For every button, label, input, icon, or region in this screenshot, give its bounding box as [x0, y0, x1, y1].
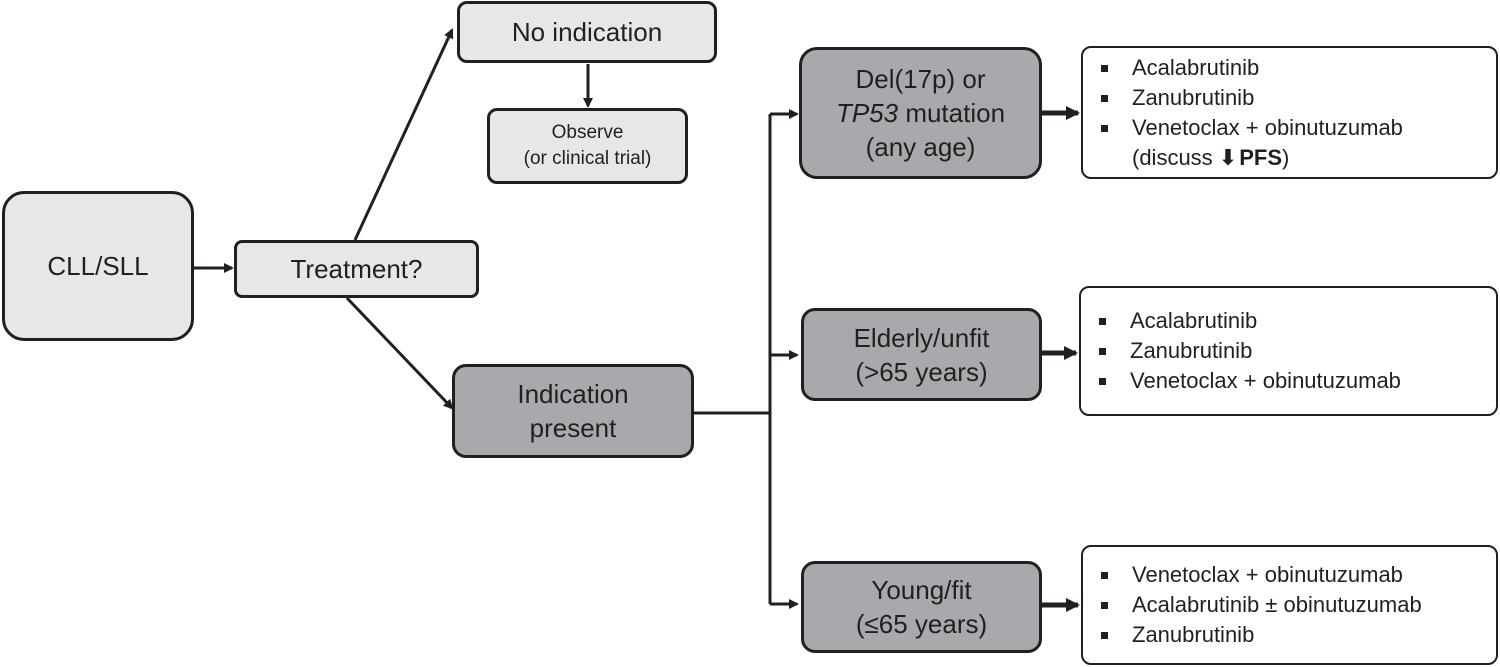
option-label: Zanubrutinib	[1132, 622, 1255, 647]
del17p-option-2: Zanubrutinib	[1101, 83, 1496, 113]
elderly-line-1: Elderly/unfit	[853, 322, 990, 353]
del17p-option-1: Acalabrutinib	[1101, 53, 1496, 83]
down-arrow-icon: ⬇	[1218, 144, 1238, 170]
option-label: Zanubrutinib	[1132, 84, 1255, 110]
elderly-option-1: Acalabrutinib	[1099, 306, 1496, 336]
young-line-1: Young/fit	[871, 575, 972, 605]
arrow-treatment-to-indication	[345, 296, 454, 410]
indication-line-1: Indication	[517, 379, 629, 409]
option-label: Venetoclax + obinutuzumab	[1132, 114, 1403, 140]
del17p-box: Del(17p) or TP53 mutation (any age)	[799, 47, 1042, 179]
del17p-line-3: (any age)	[865, 132, 976, 162]
option-label: Acalabrutinib	[1130, 308, 1258, 333]
option-label: Venetoclax + obinutuzumab	[1130, 368, 1401, 393]
young-option-3: Zanubrutinib	[1101, 620, 1496, 650]
bullet-icon	[1101, 632, 1108, 639]
bullet-icon	[1101, 602, 1108, 609]
elderly-unfit-box: Elderly/unfit (>65 years)	[801, 308, 1042, 401]
young-fit-box: Young/fit (≤65 years)	[801, 561, 1042, 653]
bullet-icon	[1101, 572, 1108, 579]
del17p-line-2: TP53 mutation	[836, 96, 1005, 130]
bullet-icon	[1101, 64, 1108, 72]
cll-sll-box: CLL/SLL	[2, 191, 194, 341]
indication-present-box: Indication present	[452, 364, 694, 458]
mutation-label: mutation	[898, 98, 1006, 128]
arrow-treatment-to-no-indication	[353, 28, 454, 241]
del17p-note: (discuss ⬇PFS)	[1101, 143, 1496, 173]
elderly-option-3: Venetoclax + obinutuzumab	[1099, 366, 1496, 396]
elderly-line-2: (>65 years)	[855, 356, 988, 387]
bullet-icon	[1099, 378, 1106, 385]
cll-sll-label: CLL/SLL	[47, 251, 149, 281]
bullet-icon	[1101, 124, 1108, 132]
young-line-2: (≤65 years)	[855, 609, 988, 639]
option-label: Zanubrutinib	[1130, 338, 1253, 363]
del17p-options-box: Acalabrutinib Zanubrutinib Venetoclax + …	[1081, 46, 1498, 179]
note-prefix: (discuss	[1132, 144, 1219, 170]
pfs-label: PFS	[1239, 144, 1283, 170]
treatment-question-label: Treatment?	[290, 254, 423, 284]
option-label: Venetoclax + obinutuzumab	[1132, 562, 1403, 587]
bullet-icon	[1101, 94, 1108, 102]
observe-label: Observe	[551, 122, 624, 143]
del17p-option-3: Venetoclax + obinutuzumab	[1101, 113, 1496, 143]
observe-sublabel: (or clinical trial)	[523, 148, 652, 169]
bullet-icon	[1099, 348, 1106, 355]
option-label: Acalabrutinib	[1132, 54, 1260, 80]
option-label: Acalabrutinib ± obinutuzumab	[1132, 592, 1422, 617]
young-options-box: Venetoclax + obinutuzumab Acalabrutinib …	[1081, 545, 1498, 665]
observe-box: Observe (or clinical trial)	[487, 108, 688, 184]
young-option-1: Venetoclax + obinutuzumab	[1101, 560, 1496, 590]
treatment-question-box: Treatment?	[234, 240, 479, 298]
del17p-line-1: Del(17p) or	[855, 64, 986, 94]
note-suffix: )	[1282, 144, 1290, 170]
young-option-2: Acalabrutinib ± obinutuzumab	[1101, 590, 1496, 620]
tp53-gene-label: TP53	[835, 98, 899, 128]
elderly-options-box: Acalabrutinib Zanubrutinib Venetoclax + …	[1079, 286, 1498, 416]
no-indication-box: No indication	[457, 1, 717, 63]
bullet-icon	[1099, 318, 1106, 325]
indication-line-2: present	[529, 413, 617, 443]
no-indication-label: No indication	[511, 17, 663, 47]
elderly-option-2: Zanubrutinib	[1099, 336, 1496, 366]
